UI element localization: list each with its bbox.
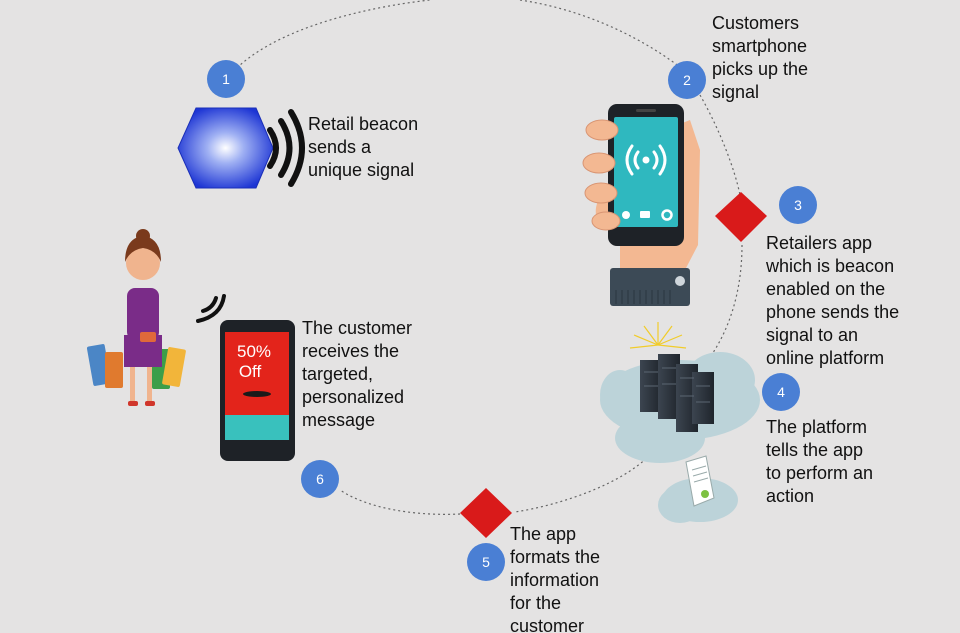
step-badge-4: 4 xyxy=(762,373,800,411)
shopper-icon xyxy=(86,229,186,406)
beacon-hexagon-icon xyxy=(177,107,274,189)
step-number-1: 1 xyxy=(222,71,230,87)
step-number-6: 6 xyxy=(316,471,324,487)
phone-icon xyxy=(622,211,630,219)
step-1-text: Retail beacon sends a unique signal xyxy=(308,114,419,180)
step-badge-5: 5 xyxy=(467,543,505,581)
step-5-diamond xyxy=(460,488,512,538)
step-badge-1: 1 xyxy=(207,60,245,98)
offer-percent: 50% xyxy=(237,342,271,361)
signal-arcs-icon xyxy=(196,294,226,323)
mail-icon xyxy=(640,211,650,218)
sun-burst-decoration xyxy=(629,322,687,349)
signal-waves-icon xyxy=(267,109,305,187)
step-number-4: 4 xyxy=(777,384,785,400)
step-number-5: 5 xyxy=(482,554,490,570)
server-icon xyxy=(640,354,714,432)
step-badge-6: 6 xyxy=(301,460,339,498)
step-2-text: Customers smartphone picks up the signal xyxy=(712,13,809,102)
cycle-path xyxy=(229,0,743,515)
offer-smartphone-icon xyxy=(220,320,295,461)
document-icon xyxy=(685,455,715,507)
step-badge-2: 2 xyxy=(668,61,706,99)
step-number-3: 3 xyxy=(794,197,802,213)
offer-off: Off xyxy=(239,362,262,381)
step-6-text: The customer receives the targeted, pers… xyxy=(302,318,413,430)
step-5-text: The app formats the information for the … xyxy=(510,524,601,633)
settings-icon xyxy=(661,209,673,221)
step-badge-3: 3 xyxy=(779,186,817,224)
hand-fingers xyxy=(582,119,621,231)
step-4-text: The platform tells the app to perform an… xyxy=(766,417,874,506)
step-3-text: Retailers app which is beacon enabled on… xyxy=(766,233,900,368)
step-number-2: 2 xyxy=(683,72,691,88)
wifi-signal-icon xyxy=(625,144,667,176)
step-3-diamond xyxy=(715,192,767,242)
